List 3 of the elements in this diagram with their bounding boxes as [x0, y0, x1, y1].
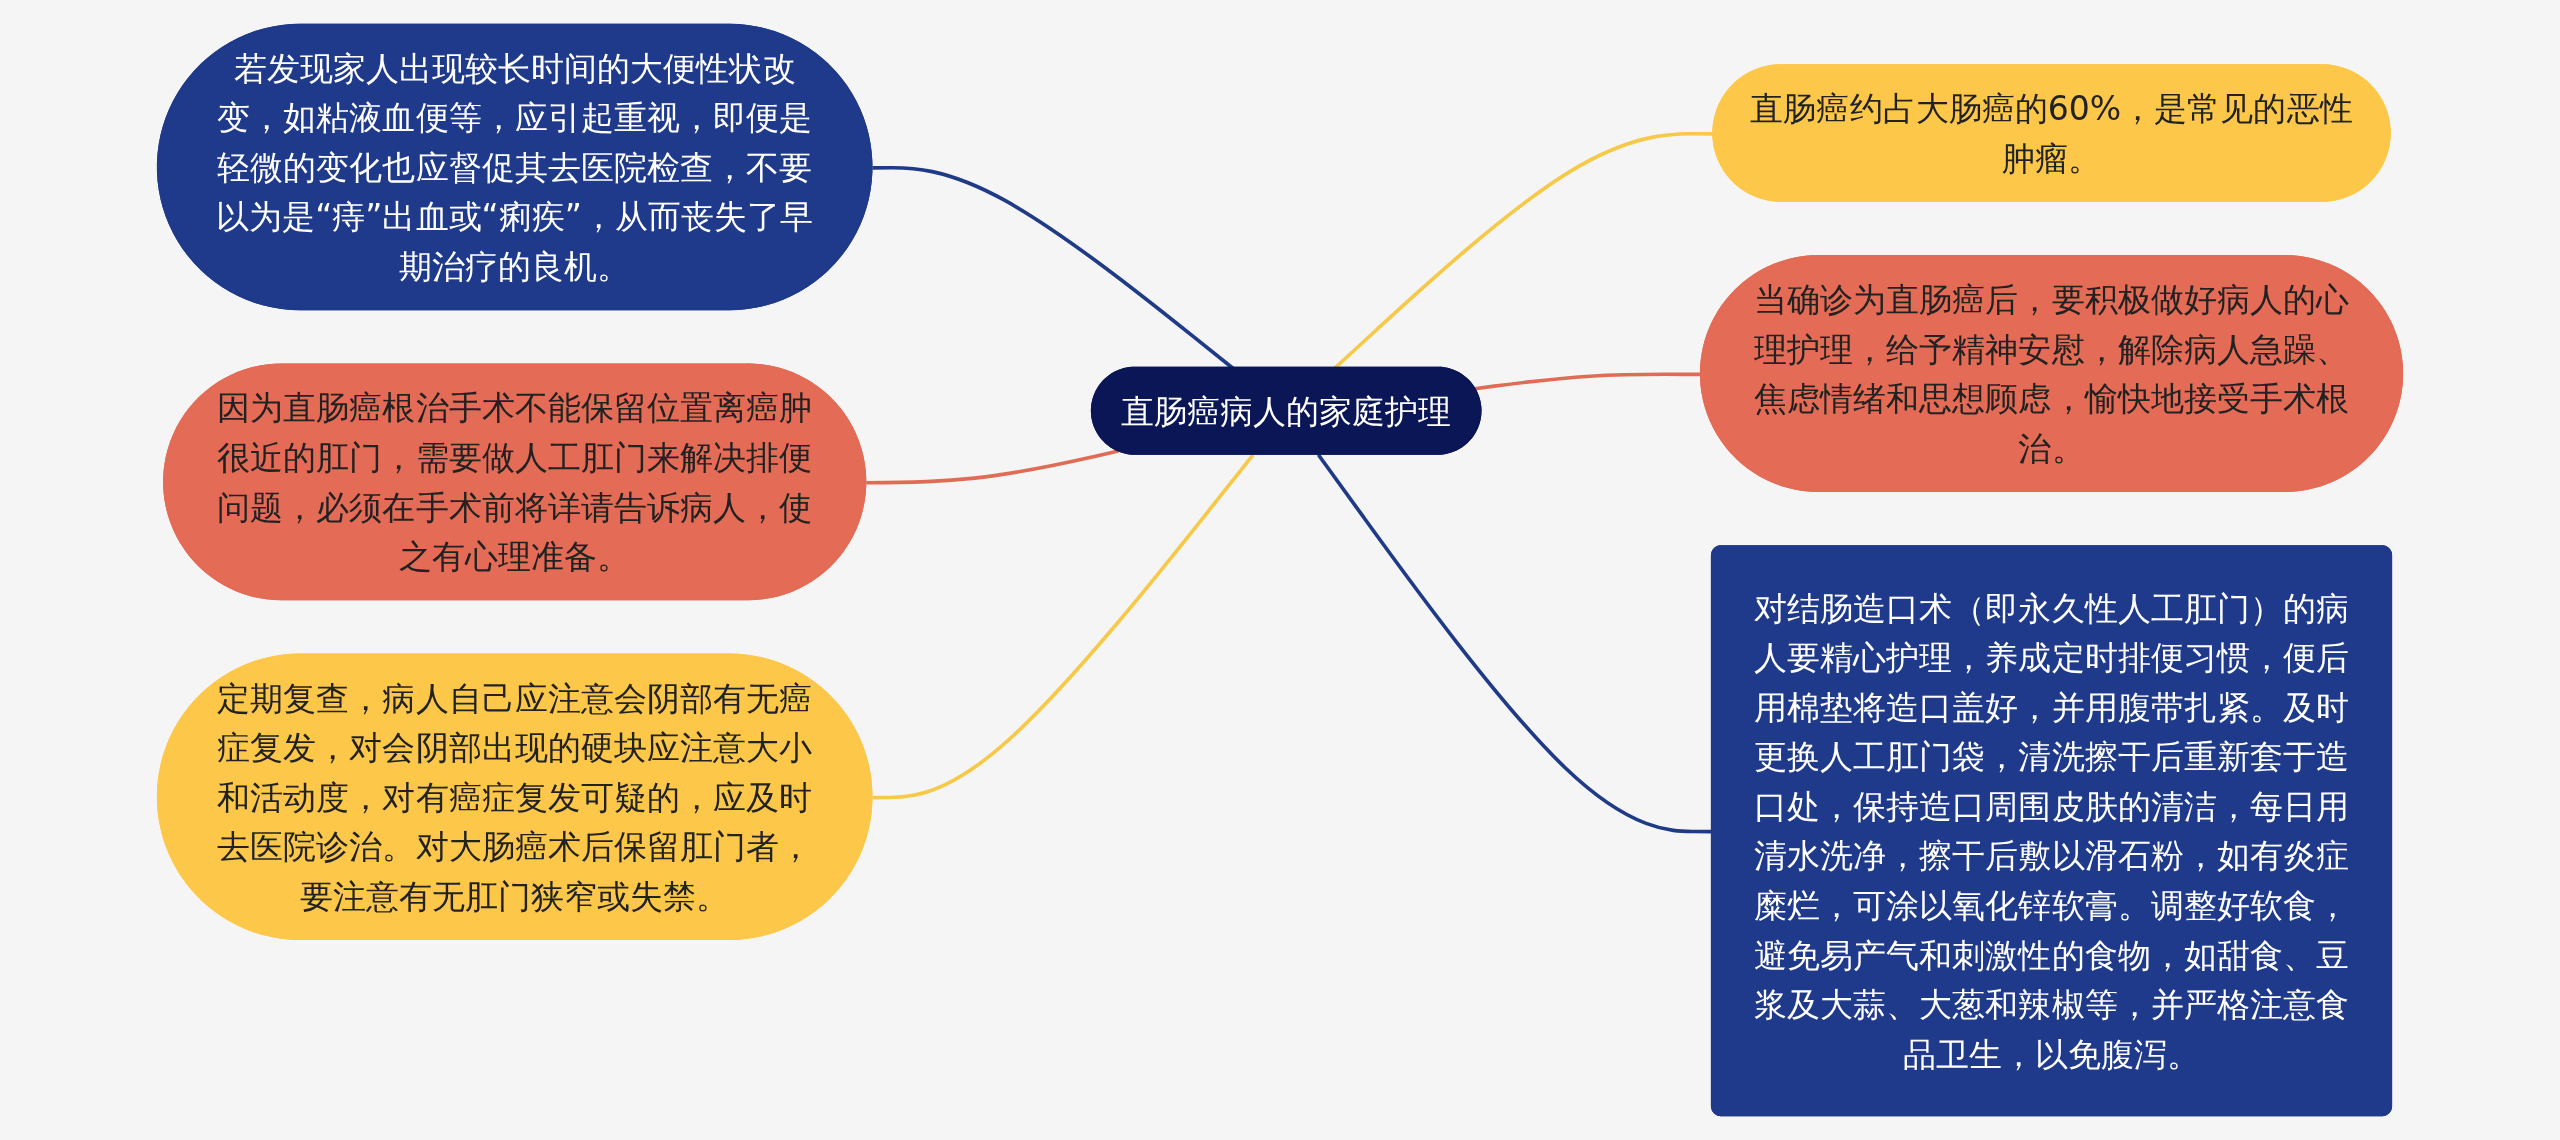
connector — [1474, 372, 1702, 391]
connector — [872, 453, 1255, 800]
connector — [866, 449, 1119, 485]
